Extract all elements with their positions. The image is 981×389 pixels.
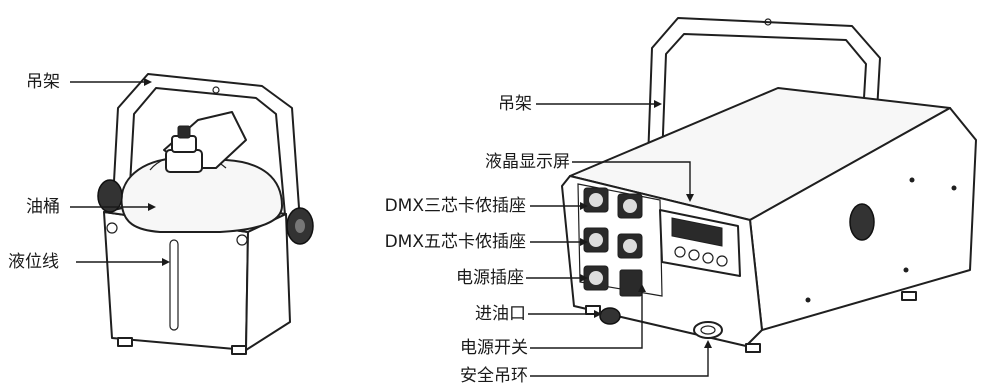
label-level-line: 液位线 xyxy=(8,252,59,272)
right-leader-lines xyxy=(526,100,712,377)
label-dmx5: DMX五芯卡侬插座 xyxy=(384,232,526,252)
label-oil-tank: 油桶 xyxy=(26,197,60,217)
right-machine xyxy=(561,17,977,353)
label-power-switch: 电源开关 xyxy=(460,338,528,358)
label-right-hanger: 吊架 xyxy=(498,94,532,114)
label-lcd: 液晶显示屏 xyxy=(485,152,570,172)
label-oil-inlet: 进油口 xyxy=(475,304,526,324)
label-left-hanger: 吊架 xyxy=(26,72,60,92)
label-safety-ring: 安全吊环 xyxy=(460,366,528,386)
left-leader-lines xyxy=(70,78,170,266)
left-oil-tank xyxy=(120,157,283,233)
label-dmx3: DMX三芯卡侬插座 xyxy=(384,196,526,216)
label-power-socket: 电源插座 xyxy=(456,268,524,288)
left-machine xyxy=(97,73,314,355)
